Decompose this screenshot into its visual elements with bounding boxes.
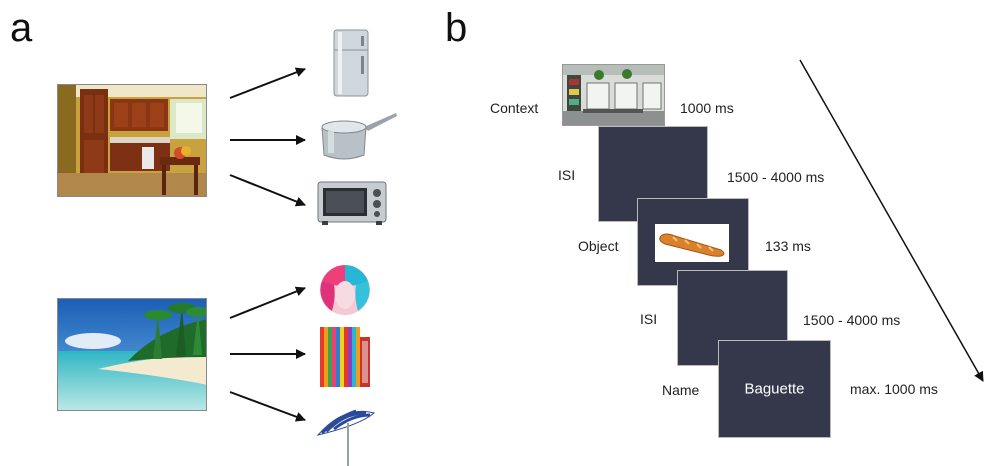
panel-a-letter: a [10, 6, 33, 50]
trial-label-isi-1: ISI [558, 167, 576, 183]
trial-label-name: Name [662, 382, 700, 398]
beach-scene-image [57, 298, 207, 411]
duration-isi-2: 1500 - 4000 ms [803, 312, 901, 328]
trial-label-isi-2: ISI [640, 311, 658, 327]
arrow-beach-to-ball [229, 286, 306, 319]
trial-label-object: Object [578, 238, 619, 254]
arrow-kitchen-to-toaster-oven [229, 174, 306, 207]
beach-ball-icon [318, 263, 372, 317]
trial-label-context: Context [490, 100, 539, 116]
duration-object: 133 ms [765, 238, 811, 254]
panel-b-letter: b [445, 6, 468, 50]
arrow-kitchen-to-fridge [229, 67, 306, 99]
saucepan-icon [318, 111, 398, 163]
beach-towel-icon [318, 323, 372, 389]
toaster-oven-icon [316, 179, 388, 225]
name-screen-text: Baguette [744, 380, 805, 398]
time-arrow [799, 59, 984, 382]
kitchen-scene-image [57, 84, 207, 197]
arrow-beach-to-umbrella [229, 391, 306, 422]
duration-name: max. 1000 ms [850, 381, 938, 397]
fridge-icon [332, 28, 370, 98]
baguette-icon [655, 224, 729, 262]
beach-umbrella-icon [316, 405, 376, 466]
context-screen [562, 64, 665, 126]
name-screen: Baguette [718, 340, 831, 438]
duration-context: 1000 ms [680, 100, 734, 116]
duration-isi-1: 1500 - 4000 ms [727, 169, 825, 185]
